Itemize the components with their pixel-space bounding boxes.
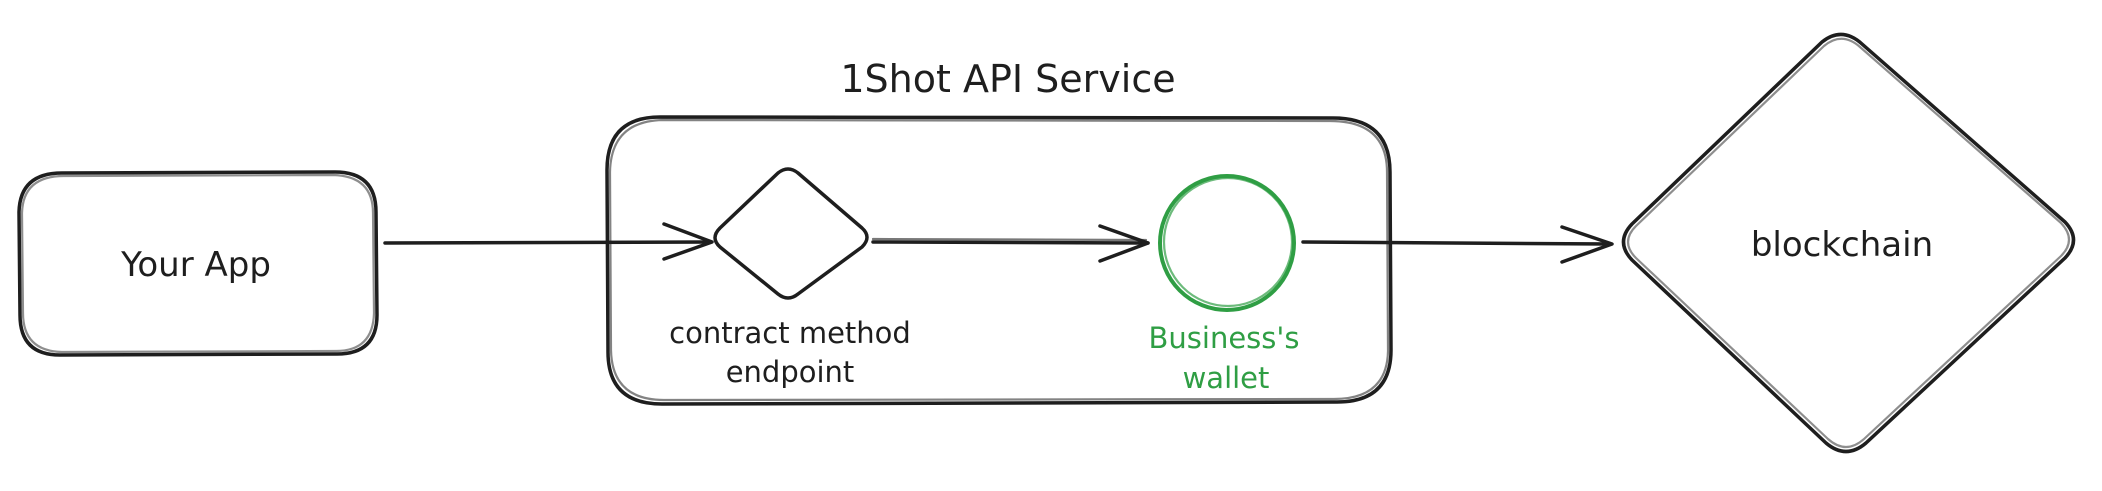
- contract-method-diamond: [713, 167, 869, 300]
- service-title: 1Shot API Service: [840, 57, 1175, 101]
- arrow-endpoint-to-wallet: [871, 224, 1150, 263]
- arrow-app-to-endpoint: [383, 222, 714, 261]
- wallet-label-line1: Business's: [1149, 321, 1300, 355]
- your-app-box: [17, 170, 379, 357]
- your-app-label: Your App: [120, 245, 271, 285]
- arrow-wallet-to-blockchain: [1301, 225, 1614, 264]
- blockchain-diamond: [1621, 32, 2076, 454]
- contract-method-label-line2: endpoint: [726, 355, 855, 389]
- business-wallet-circle: [1158, 174, 1296, 312]
- contract-method-label-line1: contract method: [669, 316, 911, 350]
- wallet-label-line2: wallet: [1183, 361, 1270, 395]
- service-container: [605, 115, 1393, 406]
- blockchain-label: blockchain: [1751, 225, 1933, 265]
